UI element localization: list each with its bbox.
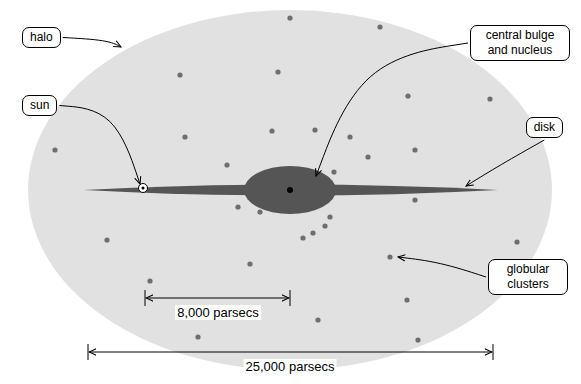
dimension-lines: [88, 290, 493, 360]
leader-lines: [59, 38, 544, 278]
leader-line: [59, 106, 140, 185]
label-text: disk: [534, 120, 555, 135]
halo-region: [28, 10, 552, 370]
globular-cluster: [147, 278, 152, 283]
nucleus: [287, 187, 293, 193]
dimension-tick: [145, 290, 146, 306]
sun-symbol: [139, 184, 148, 193]
halo-label: halo: [22, 27, 61, 48]
label-text: halo: [30, 30, 53, 45]
dimension-line: [89, 352, 492, 353]
globular-cluster: [327, 214, 332, 219]
globular-cluster-dots: [52, 15, 519, 342]
dimension-tick: [88, 344, 89, 360]
dimension-label: 8,000 parsecs: [175, 305, 261, 320]
globular-cluster: [415, 337, 420, 342]
dimension-line: [146, 298, 289, 299]
globular-cluster: [195, 334, 200, 339]
globular-cluster: [514, 239, 519, 244]
sun-symbol-dot: [142, 187, 145, 190]
label-text: globular clusters: [496, 262, 560, 292]
globular-cluster: [177, 72, 182, 77]
bulge-label: central bulge and nucleus: [470, 25, 570, 61]
globular-cluster: [182, 134, 187, 139]
globular-cluster: [287, 15, 292, 20]
globular-cluster: [312, 127, 317, 132]
leader-line: [398, 257, 486, 277]
dimension-tick: [493, 344, 494, 360]
clusters-label: globular clusters: [488, 259, 568, 295]
globular-cluster: [365, 154, 370, 159]
globular-cluster: [405, 93, 410, 98]
globular-cluster: [331, 169, 336, 174]
globular-cluster: [387, 254, 392, 259]
globular-cluster: [347, 134, 352, 139]
globular-cluster: [377, 24, 382, 29]
globular-cluster: [257, 209, 262, 214]
globular-cluster: [269, 128, 274, 133]
globular-cluster: [52, 147, 57, 152]
leader-line: [466, 140, 544, 186]
globular-cluster: [275, 69, 280, 74]
leader-line: [63, 38, 121, 48]
dimension-tick: [290, 290, 291, 306]
dimension-label: 25,000 parsecs: [244, 359, 337, 374]
globular-cluster: [412, 147, 417, 152]
label-text: central bulge and nucleus: [478, 28, 562, 58]
globular-cluster: [224, 162, 229, 167]
globular-cluster: [247, 261, 252, 266]
globular-cluster: [404, 297, 409, 302]
globular-cluster: [322, 223, 327, 228]
label-text: sun: [30, 98, 49, 113]
central-bulge: [244, 166, 336, 214]
disk-label: disk: [526, 117, 563, 138]
globular-cluster: [300, 235, 305, 240]
globular-cluster: [310, 230, 315, 235]
globular-cluster: [235, 204, 240, 209]
sun-label: sun: [22, 95, 57, 116]
globular-cluster: [412, 197, 417, 202]
globular-cluster: [315, 317, 320, 322]
leader-line: [316, 43, 468, 176]
globular-cluster: [104, 237, 109, 242]
globular-cluster: [487, 96, 492, 101]
